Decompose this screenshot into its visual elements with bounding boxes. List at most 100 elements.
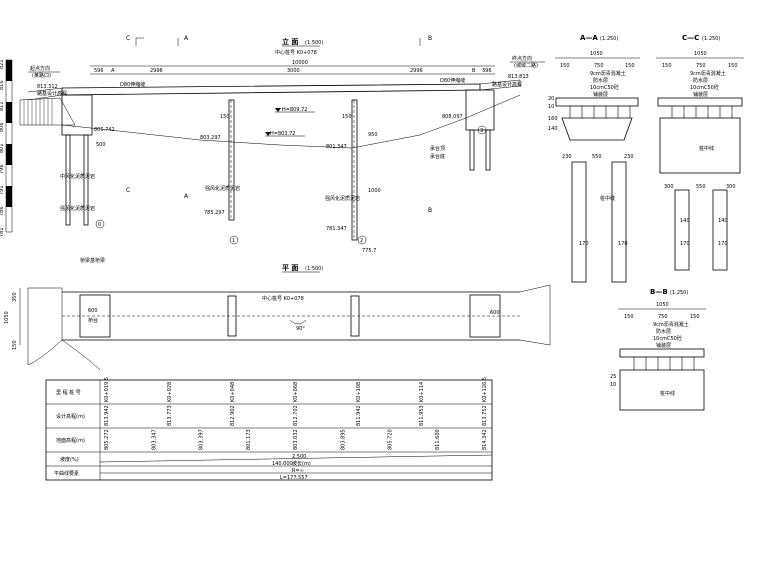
left-elev: 813.312 — [37, 84, 58, 90]
pier-number-3-circle — [477, 125, 487, 135]
table-cell: K0+068 — [293, 382, 299, 402]
elevation-title: 立 面 — [282, 37, 298, 46]
table-cell: 813.752 — [482, 405, 488, 426]
geo-note-5: 承台顶 — [430, 145, 445, 152]
section-aa-width: 1050 — [590, 51, 603, 57]
table-cell: 803.397 — [199, 429, 205, 450]
section-cc-scale: (1:250) — [702, 36, 720, 42]
elev-785: 785.297 — [204, 210, 225, 216]
ruler-tick-label: 786 — [0, 206, 5, 216]
pier-1-column — [228, 99, 235, 221]
section-bb-dim-m: 750 — [658, 314, 668, 320]
table-cell: 812.702 — [293, 405, 299, 426]
section-a-a: A—A (1:250) 1050 150 750 150 9cm沥青混凝土 防水… — [548, 34, 640, 283]
table-cell: 803.895 — [340, 429, 346, 450]
plan-pier-2 — [350, 295, 360, 337]
table-frame — [45, 379, 493, 481]
pier-number-1: 1 — [232, 238, 235, 244]
water-level-2: H=803.72 — [270, 131, 295, 137]
abutment-3-pile — [485, 129, 491, 171]
grade-length-label: 坡长(m) — [292, 460, 311, 467]
section-cc-note-3: 10cmC50砼 — [690, 84, 719, 91]
geo-note-1: 中风化泥质泥岩 — [60, 173, 95, 180]
section-cc-low-m: 550 — [696, 184, 706, 190]
center-stake: 中心桩号 K0+078 — [275, 49, 317, 56]
table-cell: K0+048 — [230, 382, 236, 402]
pier-number-0: 0 — [98, 222, 101, 228]
table-cell: 803.347 — [151, 429, 157, 450]
section-mark-b-bot: B — [428, 207, 432, 214]
ruler-tick-label: 806 — [0, 122, 5, 132]
section-aa-v3: 20 — [548, 96, 554, 102]
plan-abutment-label: 桥台 — [88, 317, 98, 324]
pier-number-2: 2 — [360, 238, 363, 244]
ruler-tick-label: 796 — [0, 164, 5, 174]
right-direction: 终点方向 — [512, 55, 532, 62]
elev-801: 801.347 — [326, 144, 347, 150]
section-cc-pile-top-r: 140 — [718, 218, 728, 224]
ruler-tick-label: 816 — [0, 80, 5, 90]
section-bb-abutment — [619, 369, 705, 411]
ruler-tick-label: 791 — [0, 185, 5, 195]
plan-center-stake: 中心桩号 K0+078 — [262, 295, 304, 302]
ruler-band — [6, 102, 12, 123]
plan-dim-600b: 600 — [490, 310, 500, 316]
section-bb-deck — [619, 348, 705, 358]
abutment-0 — [61, 94, 93, 136]
pier-number-3: 3 — [480, 128, 483, 134]
section-aa-cap — [561, 117, 633, 141]
section-aa-scale: (1:250) — [600, 36, 618, 42]
table-cell: K0+019.5 — [104, 377, 110, 402]
section-aa-pile-len-l: 170 — [579, 241, 589, 247]
section-mark-c-top: C — [126, 35, 130, 42]
section-aa-title: A—A — [580, 34, 598, 42]
section-mark-c-bot: C — [126, 187, 130, 194]
plan-left-label: 桥梁基桥梁 — [80, 257, 105, 264]
pile-dim-500: 500 — [96, 142, 106, 148]
plan-dim-600a: 600 — [88, 308, 98, 314]
section-aa-dim-l: 150 — [560, 63, 570, 69]
section-aa-low-l: 230 — [562, 154, 572, 160]
table-label-grade: 坡度(%) — [60, 456, 79, 463]
section-cc-dim-m: 750 — [696, 63, 706, 69]
ruler-band — [6, 60, 12, 81]
section-aa-note-1: 9cm沥青混凝土 — [590, 70, 626, 77]
section-cc-dim-l: 150 — [662, 63, 672, 69]
pier-number-0-circle — [95, 219, 105, 229]
plan-title: 平 面 — [282, 264, 298, 272]
ruler-tick-label: 781 — [0, 227, 5, 237]
table-cell: 812.902 — [230, 405, 236, 426]
section-bb-note-2: 防水层 — [656, 328, 671, 335]
pier-number-2-circle — [357, 235, 367, 245]
section-aa-dim-m: 750 — [594, 63, 604, 69]
section-bb-v2: 10 — [610, 382, 616, 388]
table-cell: 805.272 — [104, 429, 110, 450]
section-cc-pile-top-l: 140 — [680, 218, 690, 224]
section-cc-note-1: 9cm沥青混凝土 — [690, 70, 726, 77]
table-label-ground: 地面高程(m) — [56, 437, 85, 444]
section-cc-abutment — [659, 117, 741, 174]
section-cc-width: 1050 — [694, 51, 707, 57]
elevation-scale: (1:500) — [305, 40, 323, 46]
span-dim-4: 2996 — [410, 68, 423, 74]
elev-781: 781.347 — [326, 226, 347, 232]
plan-scale: (1:500) — [305, 266, 323, 272]
section-c-c: C—C (1:250) 1050 150 750 150 9cm沥青混凝土 防水… — [656, 34, 744, 271]
bearing-label-left: D80伸缩缝 — [120, 81, 145, 88]
elev-775: 775.7 — [362, 248, 376, 254]
table-cell: K0+028 — [167, 382, 173, 402]
span-dim-5: 396 — [482, 68, 492, 74]
pile-dim-150: 150 — [220, 114, 230, 120]
elev-803: 803.297 — [200, 135, 221, 141]
ground-line — [61, 94, 521, 149]
span-dim-1: 596 — [94, 68, 104, 74]
abutment-0-pile — [65, 134, 71, 226]
elev-805: 805.742 — [94, 127, 115, 133]
elevation-view: 立 面 (1:500) C A B C A B 起点方向 (某路口) 终点方向 … — [19, 35, 545, 254]
plan-pier-1 — [227, 295, 237, 337]
section-cc-pile-label: 桩中线 — [699, 145, 714, 152]
grade-length-value: 140.000 — [272, 461, 293, 467]
table-cell: 811.942 — [356, 405, 362, 426]
plan-dim-150: 150 — [12, 340, 18, 350]
